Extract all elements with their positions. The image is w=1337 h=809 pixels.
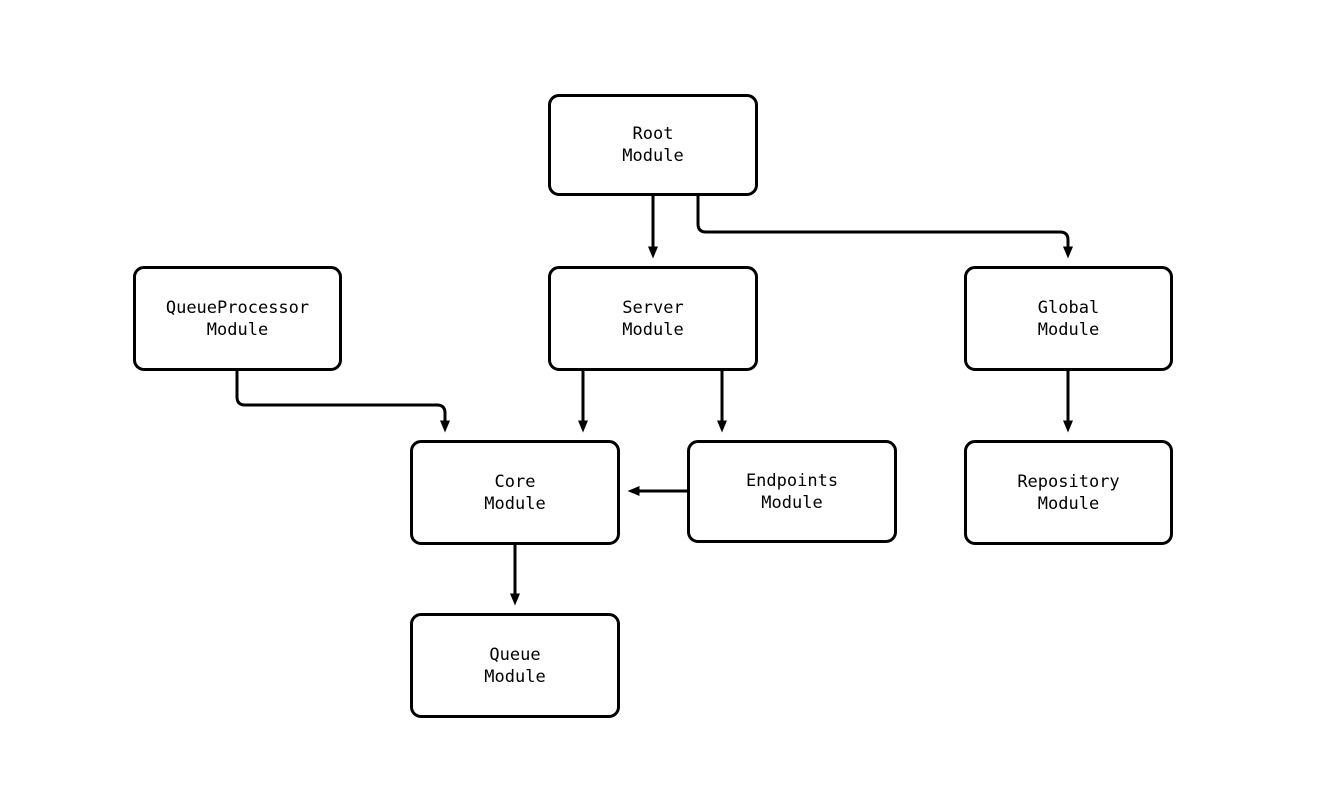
node-queueprocessor[interactable]: QueueProcessor Module bbox=[133, 266, 342, 371]
node-queue[interactable]: Queue Module bbox=[410, 613, 620, 718]
node-repository[interactable]: Repository Module bbox=[964, 440, 1173, 545]
node-queueprocessor-label: QueueProcessor Module bbox=[165, 297, 310, 340]
node-endpoints-label: Endpoints Module bbox=[745, 470, 839, 513]
node-global-label: Global Module bbox=[1037, 297, 1100, 340]
node-server[interactable]: Server Module bbox=[548, 266, 758, 371]
node-server-label: Server Module bbox=[622, 297, 684, 340]
node-root[interactable]: Root Module bbox=[548, 94, 758, 196]
edge-queueprocessor-core bbox=[235, 371, 450, 433]
node-root-label: Root Module bbox=[622, 124, 684, 166]
node-global[interactable]: Global Module bbox=[964, 266, 1173, 371]
node-core-label: Core Module bbox=[484, 471, 546, 514]
node-core[interactable]: Core Module bbox=[410, 440, 620, 545]
node-endpoints[interactable]: Endpoints Module bbox=[687, 440, 897, 543]
edge-root-global bbox=[696, 196, 1073, 259]
node-repository-label: Repository Module bbox=[1017, 471, 1120, 514]
node-queue-label: Queue Module bbox=[484, 644, 546, 687]
